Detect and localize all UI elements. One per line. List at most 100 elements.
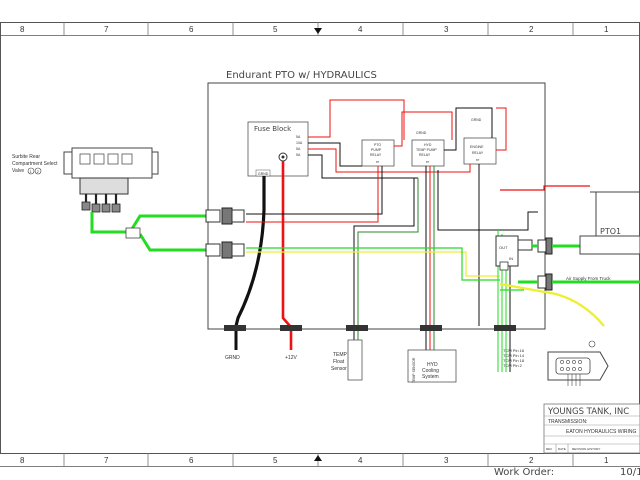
tcm-pin-2: TCM Pin 2: [503, 363, 523, 368]
temp-sensor-label-3: Sensor: [331, 366, 347, 372]
temp-sensor-vertical-label: TEMP SENSOR: [412, 357, 416, 383]
relay-2-pin: 87: [426, 160, 430, 164]
temp-float-sensor: [347, 339, 363, 381]
relay-1-line-b: PUMP: [371, 148, 382, 152]
fuse-block-title: Fuse Block: [254, 125, 292, 133]
yellow-signal-wire: [246, 251, 500, 277]
tcm-connector: [547, 340, 609, 386]
drawing-title: EATON HYDRAULICS WIRING: [566, 429, 636, 435]
relay-3-pin: 87: [476, 158, 480, 162]
valve-label-2: Compartment Select: [12, 161, 58, 167]
tcm-pin-16: TCM Pin 16: [503, 348, 525, 353]
zone-7-top: 7: [104, 25, 109, 34]
zone-6-bottom: 6: [189, 456, 194, 465]
hyd-cooling-system: [407, 349, 457, 383]
transmission-label: TRANSMISSION:: [548, 419, 587, 425]
fuse-1-label: 5A: [296, 135, 301, 139]
zone-5-bottom: 5: [273, 456, 278, 465]
air-tee-fitting: [125, 227, 141, 239]
relay-3-line-a: ENGINE: [470, 145, 484, 149]
select-valve-assembly: [63, 147, 159, 213]
fuse-ground-label: GRND: [258, 172, 269, 176]
power-12v-label: +12V: [285, 355, 297, 361]
valve-label-3: Valve: [12, 168, 24, 174]
date-header: DATE: [558, 447, 566, 451]
hyd-label-3: System: [422, 374, 439, 380]
temp-sensor-label-2: Float: [333, 359, 345, 365]
relay-1-line-a: PTO: [374, 143, 381, 147]
work-order-label: Work Order:: [494, 467, 554, 478]
air-supply-label: Air Supply From Truck: [566, 276, 611, 281]
tcm-exit-wires: [497, 331, 511, 372]
solenoid-in-label: IN: [509, 256, 513, 261]
hyd-label-1: HYD: [427, 362, 438, 368]
power-wire-12v: [281, 161, 291, 327]
zone-1-bottom: 1: [604, 456, 609, 465]
relay-2-line-a: HYD: [424, 143, 432, 147]
zone-2-bottom: 2: [529, 456, 534, 465]
fuse-4-label: 5A: [296, 153, 301, 157]
valve-callout-1-icon: [27, 167, 35, 175]
ground-wire: [234, 176, 266, 327]
zone-3-top: 3: [444, 25, 449, 34]
relay-1-line-c: RELAY: [370, 153, 382, 157]
fuse-block: [247, 121, 309, 177]
center-arrow-top-icon: [314, 28, 322, 34]
enclosure-box: [207, 82, 546, 330]
tcm-pin-18: TCM Pin 18: [503, 358, 525, 363]
zone-4-bottom: 4: [358, 456, 363, 465]
valve-callout-2: 2: [37, 169, 40, 174]
revision-history-header: REVISION HISTORY: [572, 447, 600, 451]
yellow-wire-right: [499, 282, 605, 327]
zone-3-bottom: 3: [444, 456, 449, 465]
sensor-exit-wires: [353, 331, 359, 340]
temp-sensor-label-1: TEMP: [333, 352, 348, 358]
diagram-title: Endurant PTO w/ HYDRAULICS: [226, 70, 377, 81]
zone-5-top: 5: [273, 25, 278, 34]
hyd-exit-wires: [425, 331, 435, 350]
zone-8-top: 8: [20, 25, 25, 34]
ground-label: GRND: [225, 355, 240, 361]
zone-7-bottom: 7: [104, 456, 109, 465]
pto-bracket: [590, 191, 640, 236]
drawing-frame: [0, 22, 640, 454]
title-block: [543, 403, 640, 454]
pto-unit: [579, 235, 640, 255]
tcm-pin-14: TCM Pin 14: [503, 353, 525, 358]
relay-1-pin: 87: [376, 160, 380, 164]
air-line-left-upper: [90, 212, 206, 234]
pto-label: PTO1: [600, 227, 621, 236]
solenoid-out-label: OUT: [499, 245, 508, 250]
valve-callout-2-icon: [34, 167, 42, 175]
relay-2: [411, 139, 445, 167]
relay-2-line-b: TEMP PUMP: [416, 148, 437, 152]
company-name: YOUNGS TANK, INC: [547, 407, 629, 417]
rev-header: REV: [546, 447, 552, 451]
black-signal-wire: [437, 170, 538, 231]
green-signal-wire: [246, 247, 500, 281]
fuse-3-label: 5A: [296, 147, 301, 151]
relay-3-line-b: RELAY: [472, 151, 484, 155]
relay-2-top: GRND: [416, 131, 427, 135]
zone-1-top: 1: [604, 25, 609, 34]
bulkhead-fittings-left: [205, 207, 245, 259]
right-solenoid-assembly: [495, 235, 533, 271]
valve-label-1: Surbite Rear: [12, 154, 40, 160]
valve-callout-1: 1: [30, 169, 33, 174]
zone-8-bottom: 8: [20, 456, 25, 465]
bottom-grommets: [224, 325, 516, 331]
footer-date: 10/1/: [620, 467, 640, 478]
center-arrow-bottom-icon: [314, 455, 322, 461]
relay-3-top: GRND: [471, 118, 482, 122]
zone-2-top: 2: [529, 25, 534, 34]
hyd-label-2: Cooling: [422, 368, 439, 374]
relay-2-line-c: RELAY: [419, 153, 431, 157]
pto-signal-wire: [500, 185, 590, 191]
power-stud-center: [281, 155, 285, 159]
relay-3: [463, 137, 497, 165]
zone-6-top: 6: [189, 25, 194, 34]
air-line-left-lower: [138, 233, 206, 252]
relay-wiring: [246, 99, 507, 326]
fuse-2-label: 10A: [296, 141, 303, 145]
